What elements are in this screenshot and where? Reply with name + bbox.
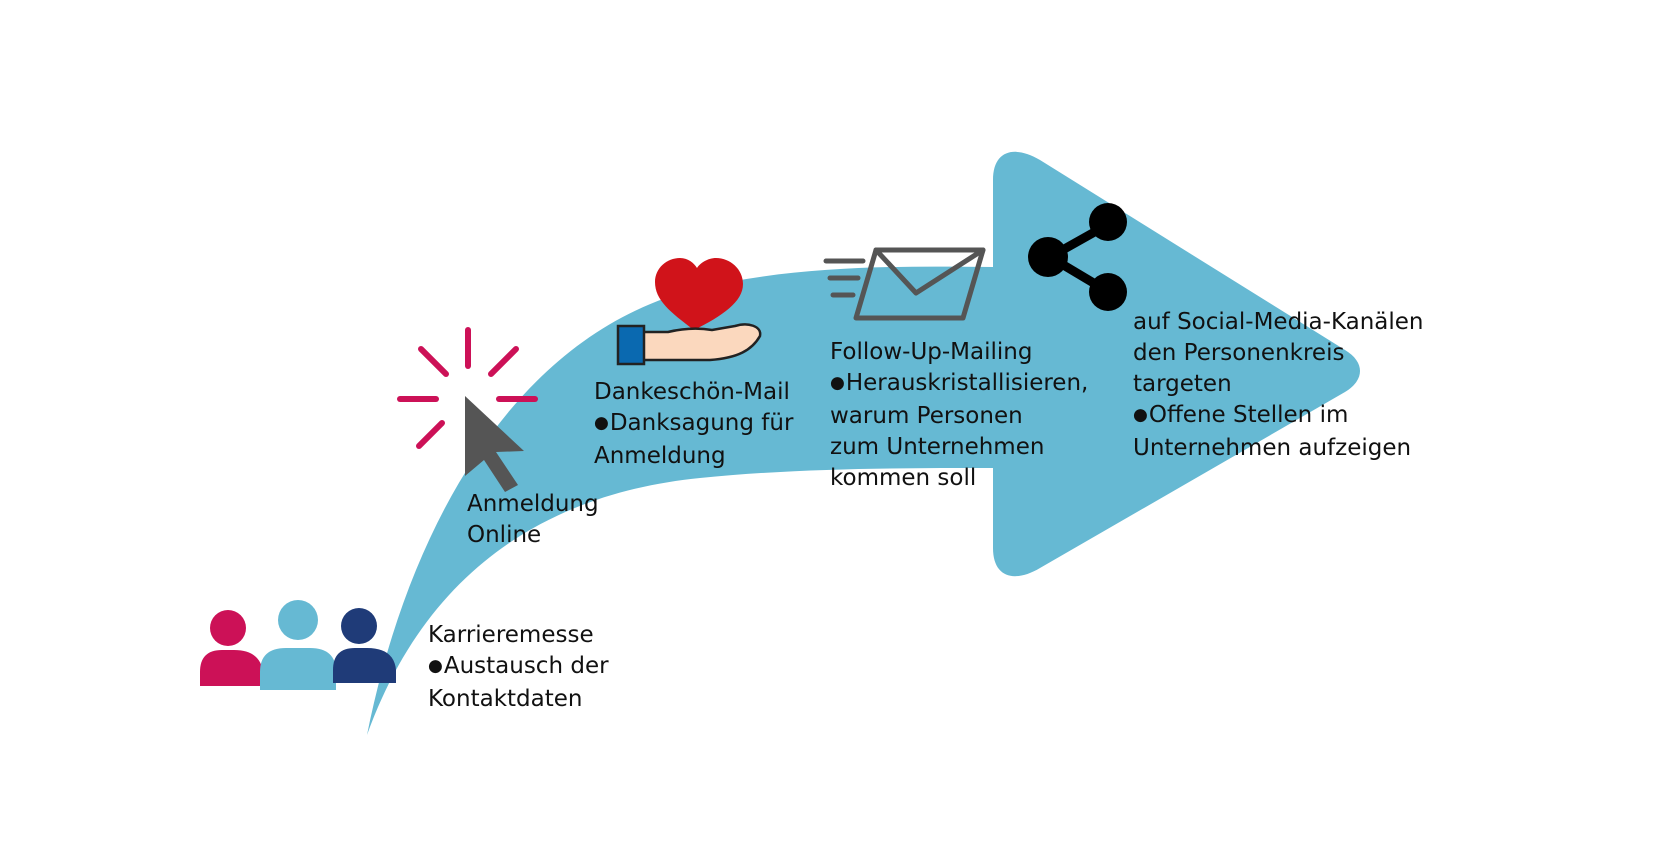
step-bullet: Austausch der — [428, 651, 609, 684]
hand-heart-icon — [616, 258, 762, 366]
person-body-pink — [200, 650, 263, 686]
person-head-navy — [341, 608, 377, 644]
click-cursor-icon — [397, 327, 538, 492]
step-social-media: auf Social-Media-Kanälen den Personenkre… — [1133, 307, 1424, 464]
cursor-arrow — [465, 396, 524, 492]
step-title-line: auf Social-Media-Kanälen — [1133, 309, 1424, 335]
step-bullet-cont: warum Personen — [830, 403, 1023, 429]
person-head-lightblue — [278, 600, 318, 640]
step-bullet: Danksagung für — [594, 408, 794, 441]
step-dankeschoen-mail: Dankeschön-Mail Danksagung für Anmeldung — [594, 377, 793, 472]
step-bullet: Herauskristallisieren, — [830, 368, 1089, 401]
person-head-pink — [210, 610, 246, 646]
people-group-icon — [200, 600, 396, 690]
fast-mail-icon — [823, 247, 986, 321]
step-bullet-cont: kommen soll — [830, 465, 977, 491]
step-follow-up-mailing: Follow-Up-Mailing Herauskristallisieren,… — [830, 337, 1088, 494]
person-body-lightblue — [260, 648, 336, 690]
heart-shape — [655, 258, 743, 330]
person-body-navy — [333, 648, 396, 683]
step-title-line: targeten — [1133, 371, 1232, 397]
step-title-line: den Personenkreis — [1133, 340, 1345, 366]
glove-cuff — [616, 324, 646, 366]
step-bullet-cont: Unternehmen aufzeigen — [1133, 435, 1412, 461]
step-bullet-cont: zum Unternehmen — [830, 434, 1045, 460]
step-title: Dankeschön-Mail — [594, 379, 790, 405]
step-karrieremesse: Karrieremesse Austausch der Kontaktdaten — [428, 620, 609, 715]
step-bullet: Offene Stellen im — [1133, 400, 1424, 433]
share-icon — [1028, 203, 1127, 311]
step-title: Follow-Up-Mailing — [830, 339, 1033, 365]
step-anmeldung-online: Anmeldung Online — [467, 489, 599, 551]
open-hand — [636, 323, 762, 362]
step-bullet-cont: Anmeldung — [594, 443, 726, 469]
step-title-line: Online — [467, 522, 542, 548]
step-title-line: Anmeldung — [467, 491, 599, 517]
step-title: Karrieremesse — [428, 622, 594, 648]
step-bullet-cont: Kontaktdaten — [428, 686, 583, 712]
